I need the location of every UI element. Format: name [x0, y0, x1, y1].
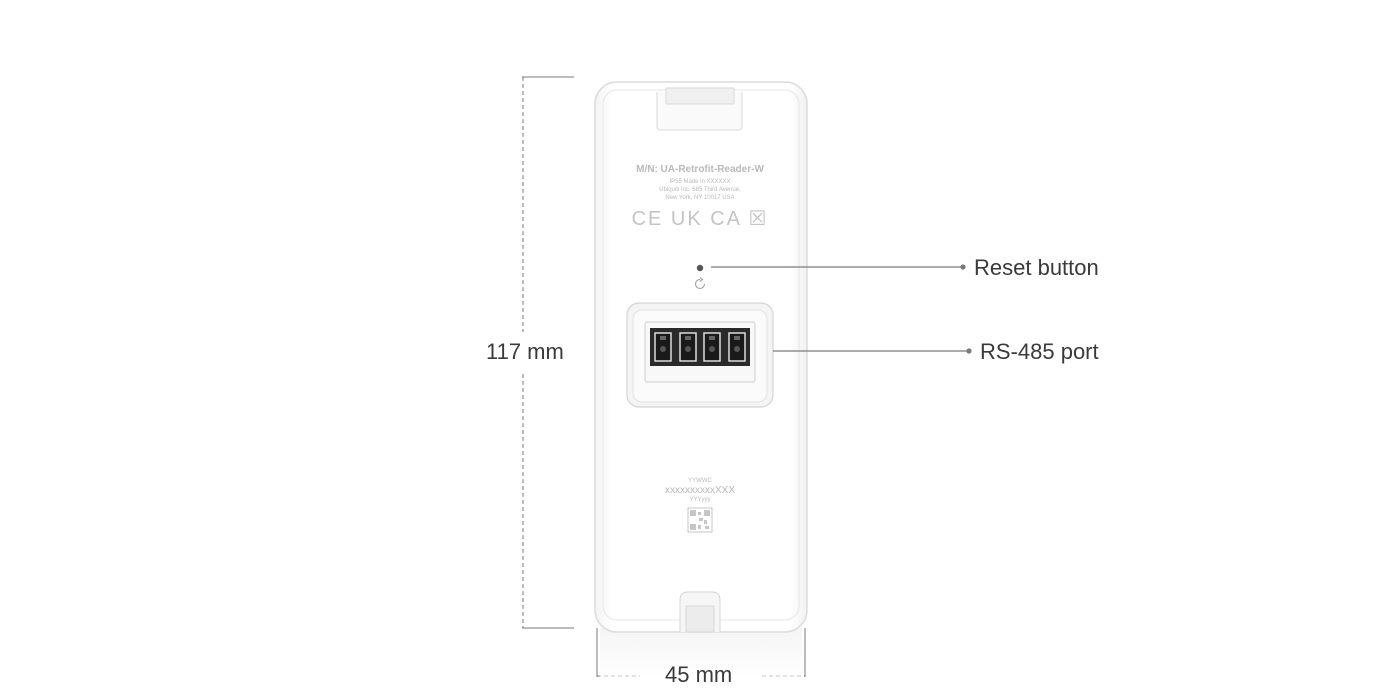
model-number-text: M/N: UA-Retrofit-Reader-W: [636, 164, 764, 175]
rs485-callout-line: [773, 348, 972, 354]
height-dimension-line: [522, 76, 574, 629]
rs485-port: [626, 302, 774, 408]
date-code-line-1: YYWWC: [688, 478, 712, 484]
terminal-pins: [654, 332, 746, 362]
reset-button-hole: [696, 264, 704, 272]
device-reflection: [600, 628, 802, 678]
width-dimension-label: 45 mm: [665, 662, 733, 687]
certification-marks: CE UK CA ☒: [631, 208, 769, 230]
height-dimension-label: 117 mm: [486, 339, 564, 364]
address-line-1: Ubiquiti Inc. 685 Third Avenue,: [659, 187, 741, 193]
reset-icon: [694, 277, 706, 290]
rs485-port-label: RS-485 port: [980, 339, 1099, 364]
reset-button-label: Reset button: [974, 255, 1099, 280]
date-code-line-2: xxxxxxxxxxXXX: [664, 485, 735, 496]
qr-code-icon: [687, 507, 713, 533]
reset-callout-line: [711, 264, 966, 270]
date-code-line-3: YYYyyy: [689, 497, 711, 503]
address-line-2: New York, NY 10017 USA: [665, 195, 735, 201]
ip-rating-text: IP55 Made in XXXXXX: [669, 179, 731, 185]
